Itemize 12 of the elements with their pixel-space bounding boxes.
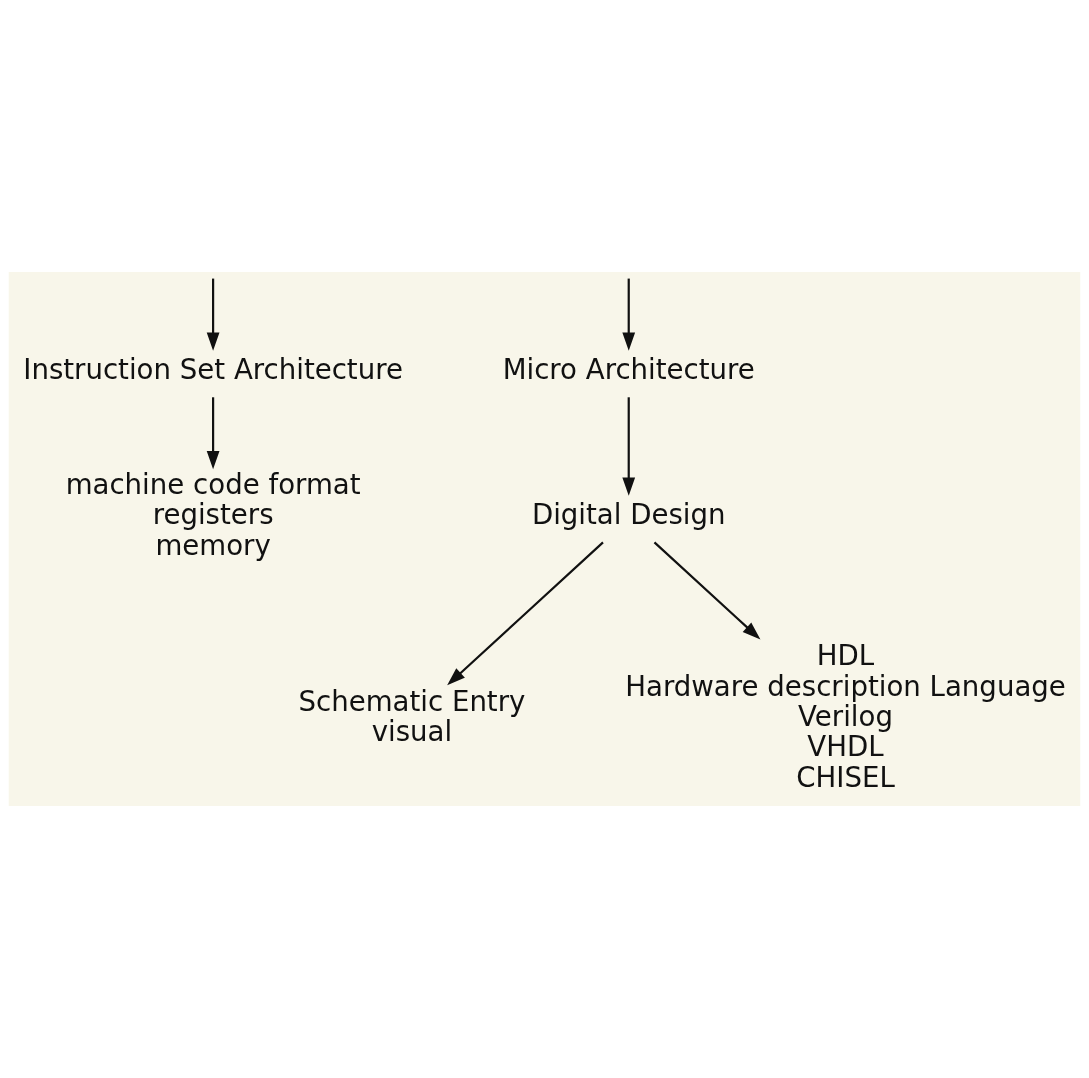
node-text: machine code format registers memory: [65, 467, 361, 562]
arrow: [206, 278, 220, 351]
arrow: [206, 397, 220, 470]
node-text: Schematic Entry visual: [298, 684, 526, 749]
arrow: [447, 541, 604, 686]
node-text: Instruction Set Architecture: [23, 353, 403, 387]
arrow: [653, 541, 761, 640]
arrow: [622, 278, 636, 351]
node-text: Digital Design: [531, 498, 726, 532]
arrow: [622, 397, 636, 496]
node-text: Micro Architecture: [502, 353, 755, 387]
node-text: HDL Hardware description Language Verilog VHDL CHISEL: [625, 639, 1066, 794]
